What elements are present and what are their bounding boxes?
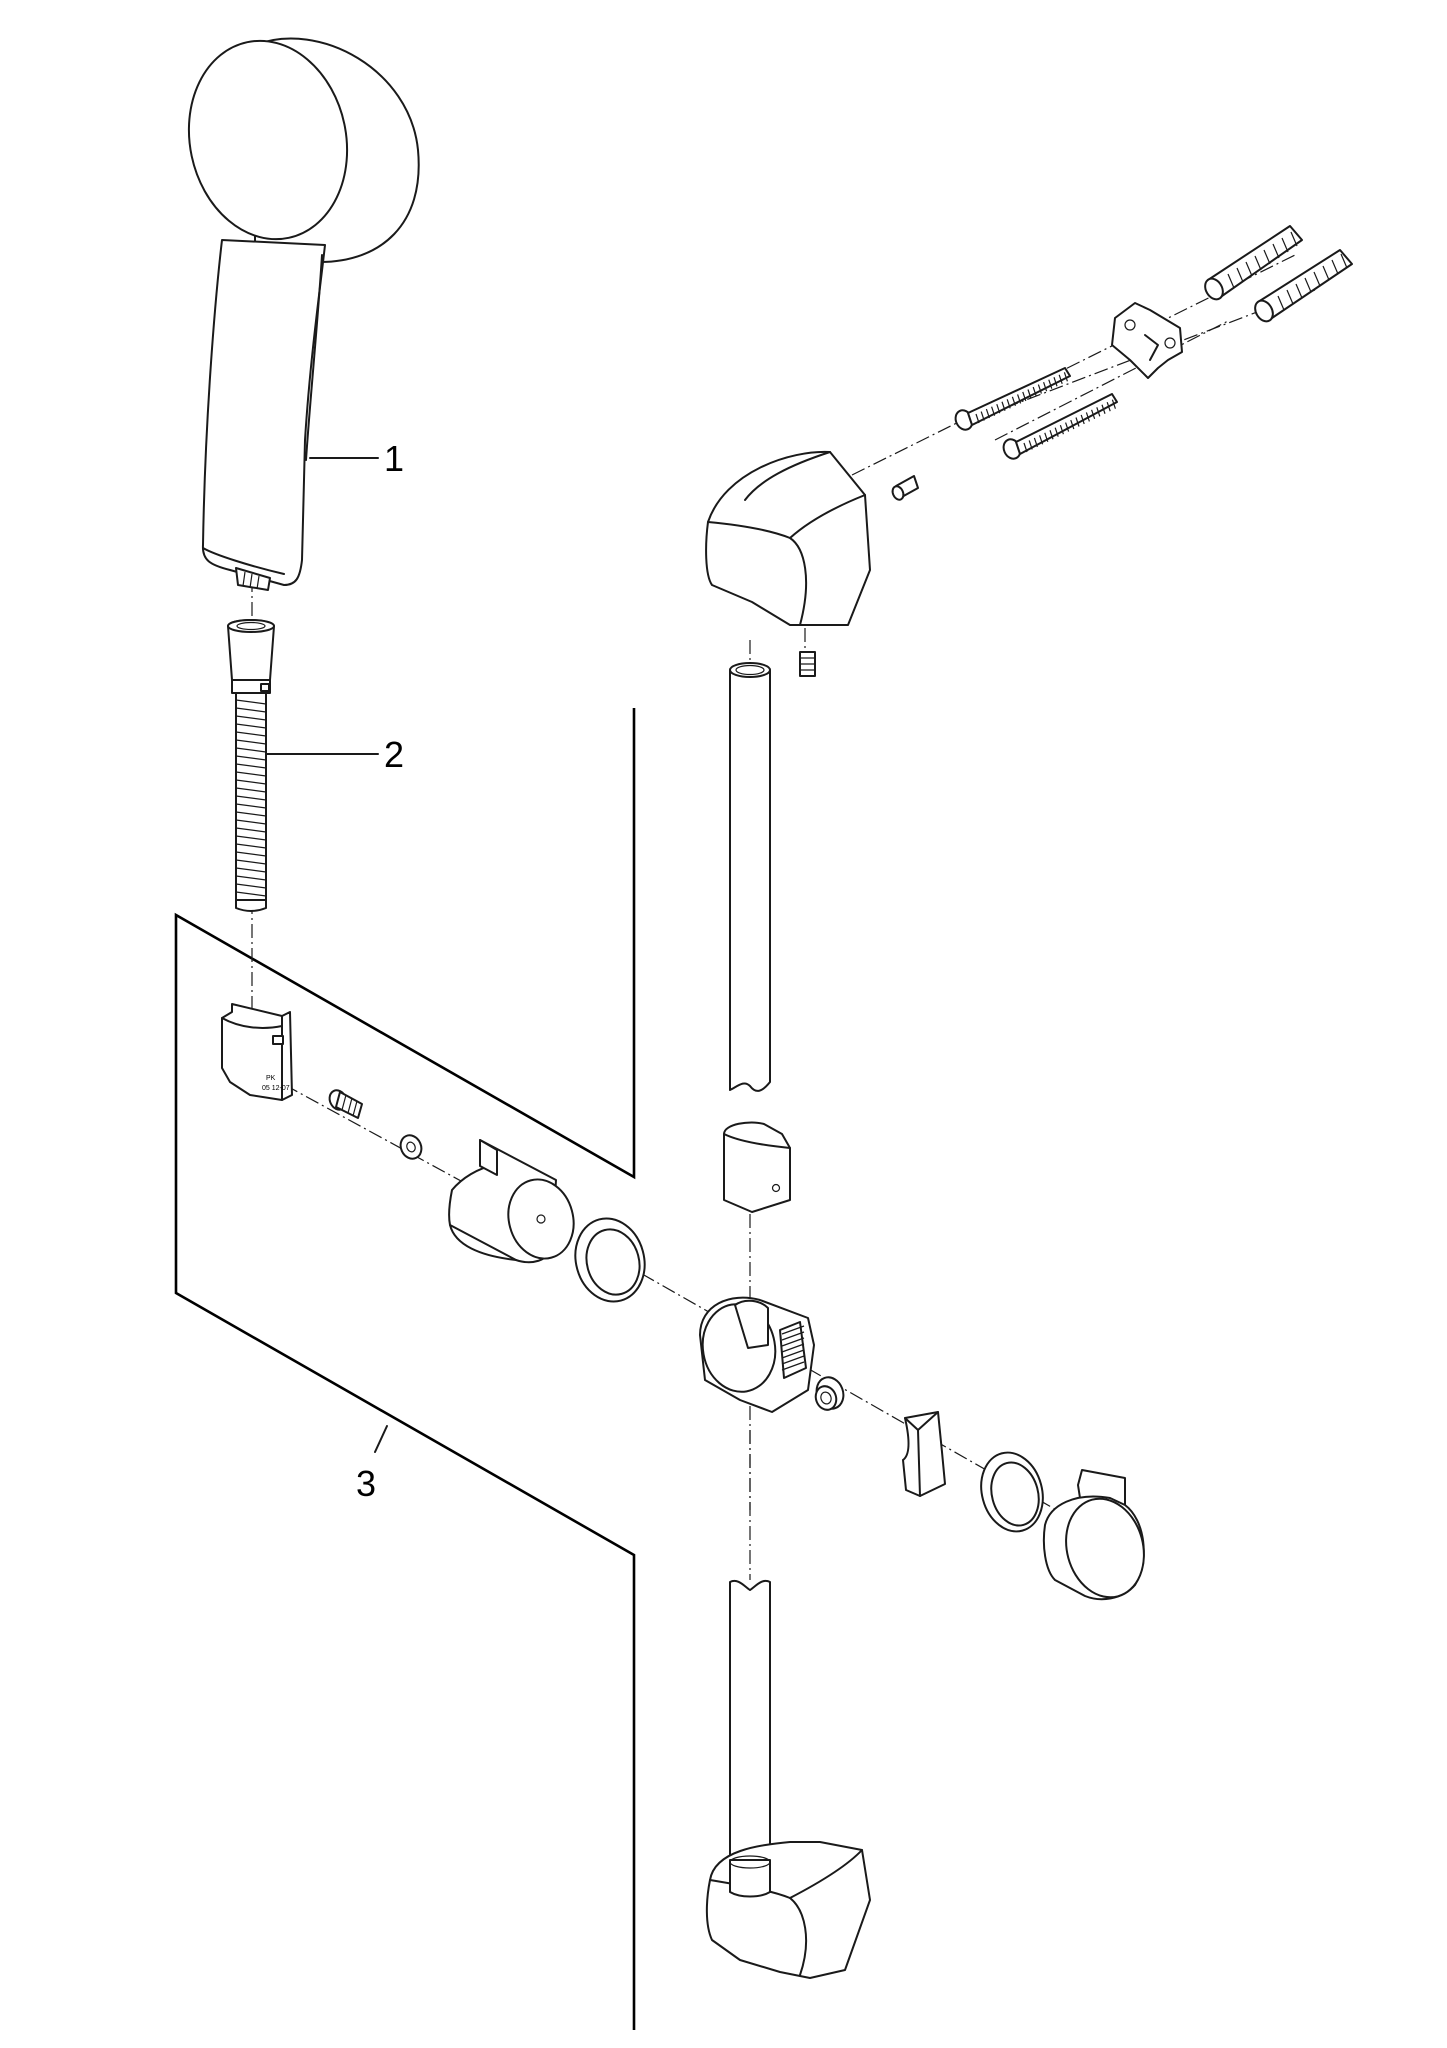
slider-sleeve bbox=[723, 1121, 791, 1213]
wall-bracket-bottom bbox=[705, 1841, 871, 1979]
wall-bracket-top bbox=[705, 450, 871, 626]
wall-plug-lower bbox=[1254, 249, 1353, 323]
callout-leader-3 bbox=[374, 1425, 388, 1453]
clip-insert bbox=[902, 1411, 946, 1497]
grub-screw-side bbox=[891, 475, 919, 501]
slider-body bbox=[699, 1296, 815, 1413]
washer-small bbox=[399, 1134, 423, 1160]
grub-screw-bottom bbox=[799, 651, 816, 677]
rail-lower-segment bbox=[729, 1580, 771, 1891]
screw-upper bbox=[954, 367, 1071, 431]
holder-housing bbox=[448, 1139, 575, 1264]
knob bbox=[1042, 1469, 1145, 1601]
small-nut bbox=[814, 1376, 845, 1411]
clip-marking-line-1: PK bbox=[266, 1075, 276, 1082]
set-screw bbox=[328, 1089, 363, 1119]
callout-number-3: 3 bbox=[356, 1463, 376, 1504]
clip-marking-line-2: 05 12-07 bbox=[262, 1085, 290, 1092]
callout-number-2: 2 bbox=[384, 734, 404, 775]
ring-washer-left bbox=[574, 1217, 646, 1303]
wall-plate bbox=[1111, 302, 1183, 379]
rail-upper-segment bbox=[729, 662, 771, 1092]
screw-lower bbox=[1002, 393, 1118, 460]
hose-clip: PK 05 12-07 bbox=[221, 1003, 293, 1101]
hand-shower bbox=[187, 37, 420, 591]
shower-hose bbox=[227, 619, 379, 912]
kit-boundary-lines bbox=[174, 708, 636, 2030]
wall-plug-upper bbox=[1204, 225, 1303, 301]
callout-number-1: 1 bbox=[384, 438, 404, 479]
ring-washer-right bbox=[980, 1451, 1044, 1533]
